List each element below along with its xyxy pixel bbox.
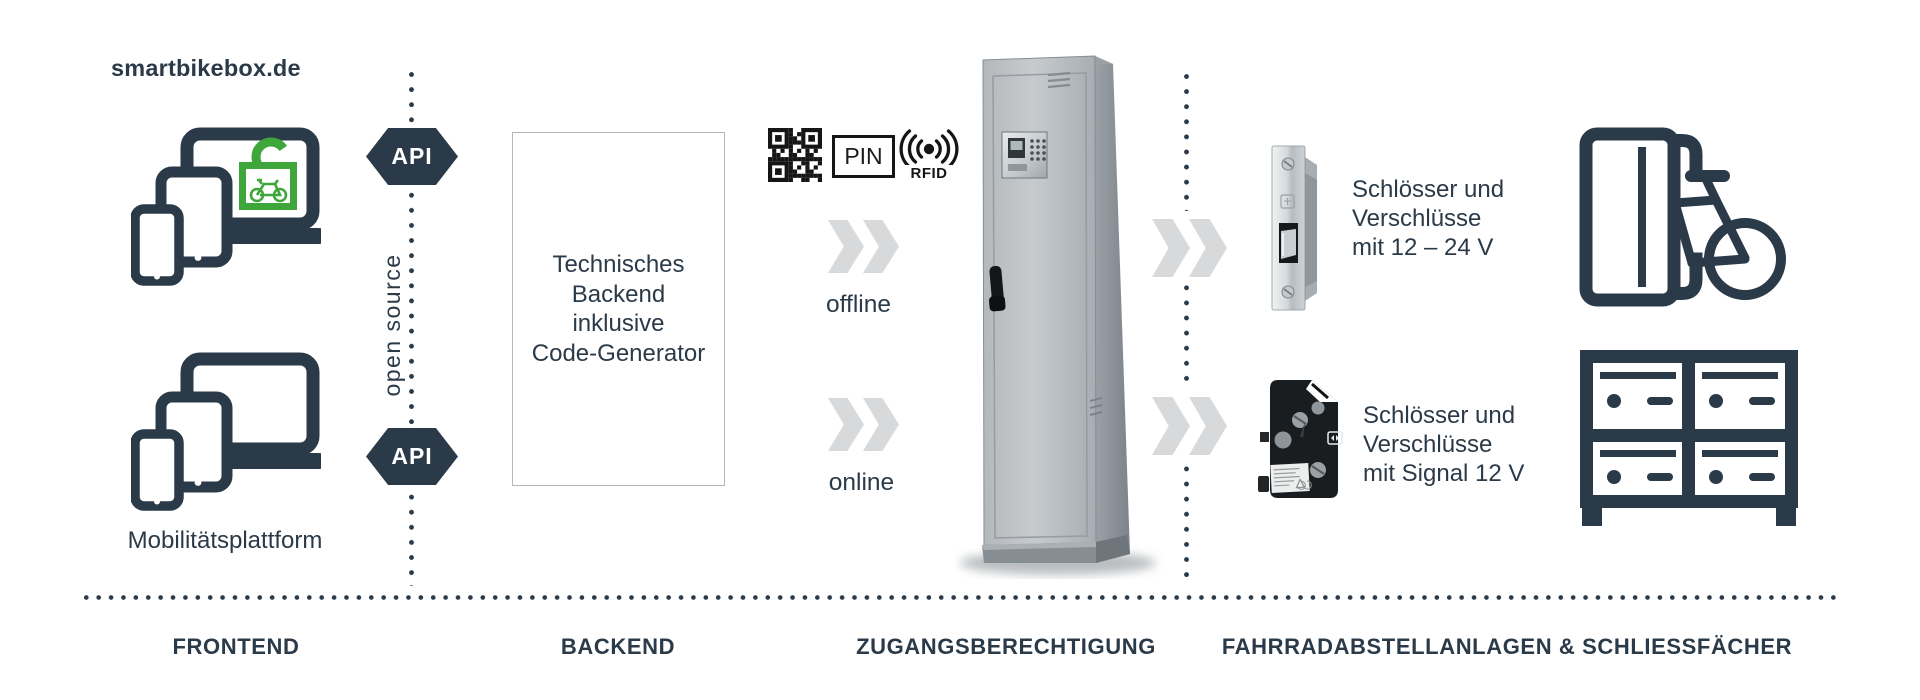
mobility-platform-label: Mobilitätsplattform (127, 527, 323, 554)
rfid-label: RFID (910, 165, 948, 182)
chevron-right-icon (828, 398, 899, 451)
devices-icon (131, 351, 321, 513)
access-cabinet-image (955, 44, 1165, 579)
offline-label: offline (826, 291, 891, 318)
lock-voltage-text: Schlösser und Verschlüsse mit 12 – 24 V (1352, 176, 1505, 261)
technical-backend-text: Technisches Backend inklusive Code-Gener… (531, 251, 706, 367)
section-label-backend: BACKEND (560, 634, 676, 659)
open-source-label: open source (379, 253, 405, 397)
api-badge-top: API (366, 128, 458, 185)
page-title: smartbikebox.de (111, 55, 301, 81)
pin-badge: PIN (832, 135, 895, 178)
pin-badge-label: PIN (844, 143, 883, 169)
section-label-storage: FAHRRADABSTELLANLAGEN & SCHLIESSFÄCHER (1221, 634, 1793, 659)
section-label-frontend: FRONTEND (172, 634, 300, 659)
vertical-dotted-divider-access-storage (1184, 74, 1189, 586)
chevron-right-icon (1146, 389, 1233, 463)
strike-plate-lock-image (1264, 143, 1324, 315)
chevron-right-icon (828, 220, 899, 273)
signal-lock-image (1256, 374, 1351, 506)
rfid-icon: RFID (898, 129, 960, 185)
lock-signal-text: Schlösser und Verschlüsse mit Signal 12 … (1363, 402, 1525, 487)
chevron-right-icon (1146, 211, 1233, 285)
locker-bank-icon (1576, 344, 1806, 529)
technical-backend-box: Technisches Backend inklusive Code-Gener… (512, 132, 725, 486)
api-badge-top-label: API (391, 143, 433, 169)
devices-with-lock-icon (131, 126, 321, 288)
qr-code-icon (768, 128, 822, 182)
horizontal-dotted-baseline (84, 595, 1840, 600)
bike-box-icon (1578, 127, 1793, 307)
section-label-access: ZUGANGSBERECHTIGUNG (856, 634, 1156, 659)
api-badge-bottom-label: API (391, 443, 433, 469)
online-label: online (828, 469, 895, 496)
vertical-dotted-divider-frontend-backend (409, 72, 414, 586)
api-badge-bottom: API (366, 428, 458, 485)
